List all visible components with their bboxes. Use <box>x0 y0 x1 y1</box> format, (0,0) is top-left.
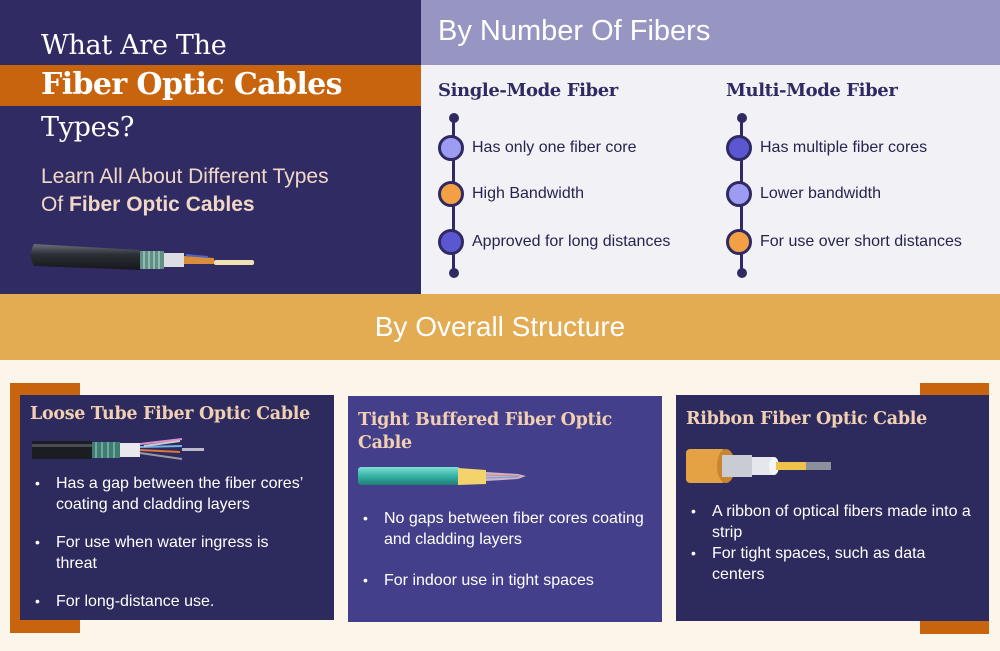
indigo-dot-icon <box>438 229 464 255</box>
bullet-item: For indoor use in tight spaces <box>360 570 650 591</box>
bullet-list: No gaps between fiber cores coating and … <box>360 508 650 591</box>
list-item: Has multiple fiber cores <box>726 135 927 161</box>
item-text: Has multiple fiber cores <box>760 139 928 156</box>
multi-mode-column: Multi-Mode Fiber Has multiple fiber core… <box>726 80 962 278</box>
loose-tube-card: Loose Tube Fiber Optic Cable Has a gap b… <box>20 395 334 620</box>
tight-buffered-card: Tight Buffered Fiber Optic Cable No gaps… <box>348 396 662 622</box>
loose-tube-cable-illustration-icon <box>32 438 204 460</box>
item-text: Approved for long distances <box>472 233 671 250</box>
by-number-of-fibers-panel: By Number Of Fibers Single-Mode Fiber Ha… <box>421 0 1000 294</box>
timeline-end-dot <box>736 113 747 123</box>
bullet-item: Has a gap between the fiber cores’ coati… <box>32 473 327 515</box>
hero-title-line3: Types? <box>41 112 135 143</box>
hero-subtitle: Learn All About Different Types Of Fiber… <box>41 163 329 219</box>
hero-subtitle-bold: Fiber Optic Cables <box>69 193 255 216</box>
ribbon-card: Ribbon Fiber Optic Cable A ribbon of opt… <box>676 395 989 621</box>
orange-dot-icon <box>726 229 752 255</box>
timeline-end-dot <box>736 268 747 278</box>
list-item: High Bandwidth <box>438 181 584 207</box>
single-mode-title: Single-Mode Fiber <box>438 80 618 101</box>
structure-section-title: By Overall Structure <box>374 311 626 342</box>
tight-buffered-cable-illustration-icon <box>358 467 526 485</box>
item-text: For use over short distances <box>760 233 962 250</box>
list-item: For use over short distances <box>726 229 962 255</box>
hero-title-line1: What Are The <box>41 30 227 61</box>
bullet-item: A ribbon of optical fibers made into a s… <box>688 501 978 543</box>
armored-cable-illustration-icon <box>31 244 254 270</box>
list-item: Approved for long distances <box>438 229 670 255</box>
hero-panel: What Are The Fiber Optic Cables Types? L… <box>0 0 421 294</box>
list-item: Lower bandwidth <box>726 181 881 207</box>
bullet-item: For tight spaces, such as data centers <box>688 543 978 585</box>
lavender-dot-icon <box>726 181 752 207</box>
ribbon-cable-illustration-icon <box>686 449 831 483</box>
bullet-list: A ribbon of optical fibers made into a s… <box>688 501 978 585</box>
timeline-end-dot <box>448 268 459 278</box>
list-item: Has only one fiber core <box>438 135 637 161</box>
timeline-end-dot <box>448 113 459 123</box>
fibers-header-band <box>421 0 1000 65</box>
orange-dot-icon <box>438 181 464 207</box>
hero-title-highlight-band <box>0 65 421 106</box>
item-text: Lower bandwidth <box>760 185 881 202</box>
hero-subtitle-prefix: Of <box>41 193 70 216</box>
bullet-item: For use when water ingress is threat <box>32 532 327 574</box>
fibers-section-title: By Number Of Fibers <box>438 15 711 47</box>
card-title: Loose Tube Fiber Optic Cable <box>30 404 310 424</box>
multi-mode-timeline: Has multiple fiber cores Lower bandwidth… <box>726 113 1000 281</box>
multi-mode-title: Multi-Mode Fiber <box>726 80 898 101</box>
hero-title-line2: Fiber Optic Cables <box>41 67 343 102</box>
hero-subtitle-line1: Learn All About Different Types <box>41 165 329 188</box>
card-title: Ribbon Fiber Optic Cable <box>686 409 927 429</box>
structure-header-band <box>0 294 1000 360</box>
single-mode-timeline: Has only one fiber core High Bandwidth A… <box>438 113 718 281</box>
bullet-item: For long-distance use. <box>32 591 327 612</box>
item-text: Has only one fiber core <box>472 139 637 156</box>
bullet-list: Has a gap between the fiber cores’ coati… <box>32 473 327 612</box>
indigo-dot-icon <box>726 135 752 161</box>
item-text: High Bandwidth <box>472 185 585 202</box>
lavender-dot-icon <box>438 135 464 161</box>
card-title: Tight Buffered Fiber Optic Cable <box>358 410 613 453</box>
bullet-item: No gaps between fiber cores coating and … <box>360 508 650 550</box>
single-mode-column: Single-Mode Fiber Has only one fiber cor… <box>438 80 670 278</box>
